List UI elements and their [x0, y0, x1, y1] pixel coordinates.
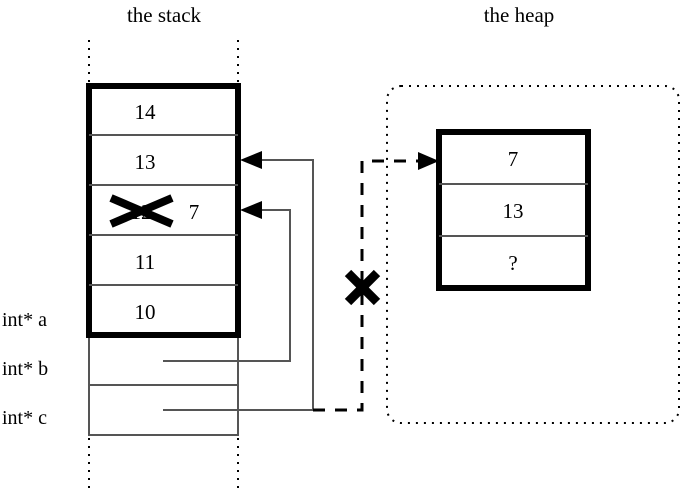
var-label-a: int* a [2, 309, 47, 331]
stack-frame-box [86, 83, 241, 338]
stack-cell-value-3: 11 [135, 250, 155, 274]
invalid-pointer-x-mark [344, 269, 381, 306]
pointer-b-path [163, 201, 291, 362]
stack-title: the stack [127, 3, 202, 27]
heap-cell-value-1: 13 [503, 199, 524, 223]
heap-cell-value-0: 7 [508, 147, 519, 171]
var-label-c: int* c [2, 407, 47, 429]
heap-boundary [386, 85, 680, 424]
stack-cell-value-2-new: 7 [189, 200, 200, 224]
stack-cell-value-4: 10 [135, 300, 156, 324]
pointer-b-arrowhead [240, 201, 262, 219]
pointer-c-stack-arrowhead [240, 151, 262, 169]
heap-title: the heap [484, 3, 555, 27]
strikethrough-x-mark [109, 194, 174, 228]
stack-cell-value-0: 14 [135, 100, 157, 124]
dangling-pointer-path [313, 152, 439, 412]
stack-cell-value-1: 13 [135, 150, 156, 174]
var-label-b: int* b [2, 358, 48, 380]
dangling-pointer-arrowhead [418, 152, 439, 170]
pointer-c-stack-path [163, 151, 314, 411]
heap-cell-value-2: ? [508, 251, 517, 275]
heap-block-box [436, 129, 591, 291]
